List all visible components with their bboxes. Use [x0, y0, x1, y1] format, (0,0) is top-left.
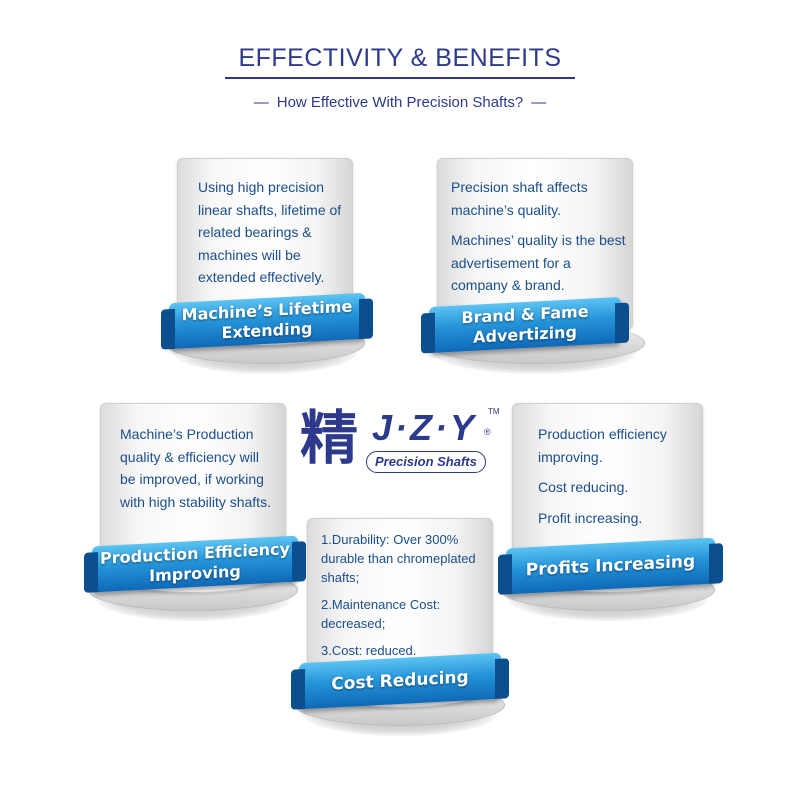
page-title: EFFECTIVITY & BENEFITS	[238, 44, 562, 72]
benefit-card-cost: 1.Durability: Over 300% durable than chr…	[295, 518, 505, 736]
benefit-card-lifetime: Using high precision linear shafts, life…	[165, 158, 365, 374]
benefit-card-profits: Production efficiency improving. Cost re…	[500, 403, 715, 621]
logo-kanji: 精	[300, 404, 359, 472]
card-paragraph: Machine’s Production quality & efficienc…	[120, 426, 271, 510]
logo-tagline: Precision Shafts	[366, 451, 486, 473]
benefit-card-production: Machine’s Production quality & efficienc…	[88, 403, 298, 621]
title-underline	[225, 77, 575, 79]
card-text: 1.Durability: Over 300% durable than chr…	[321, 530, 485, 668]
card-paragraph: Machines’ quality is the best advertisem…	[451, 232, 626, 293]
logo-trademark: TM	[488, 407, 500, 416]
card-paragraph: Profit increasing.	[538, 509, 643, 526]
card-paragraph: 1.Durability: Over 300% durable than chr…	[321, 532, 476, 585]
card-paragraph: 2.Maintenance Cost: decreased;	[321, 597, 441, 631]
card-paragraph: Production efficiency improving.	[538, 426, 667, 465]
card-paragraph: Using high precision linear shafts, life…	[198, 179, 342, 285]
card-text: Precision shaft affects machine’s qualit…	[451, 176, 631, 305]
card-paragraph: Cost reducing.	[538, 479, 629, 495]
card-text: Using high precision linear shafts, life…	[198, 176, 345, 297]
benefit-card-brand: Precision shaft affects machine’s qualit…	[425, 158, 645, 374]
company-logo: 精 J·Z·Y TM ® Precision Shafts	[300, 403, 500, 473]
card-text: Production efficiency improving. Cost re…	[538, 423, 701, 537]
card-paragraph: 3.Cost: reduced.	[321, 643, 417, 658]
card-text: Machine’s Production quality & efficienc…	[120, 423, 278, 521]
logo-brand: J·Z·Y	[372, 407, 477, 448]
subtitle-dash-left: —	[253, 94, 269, 111]
page-subtitle: — How Effective With Precision Shafts? —	[0, 94, 800, 111]
subtitle-text: How Effective With Precision Shafts?	[276, 94, 524, 111]
subtitle-dash-right: —	[531, 94, 547, 111]
card-paragraph: Precision shaft affects machine’s qualit…	[451, 179, 588, 218]
logo-registered: ®	[484, 427, 491, 437]
